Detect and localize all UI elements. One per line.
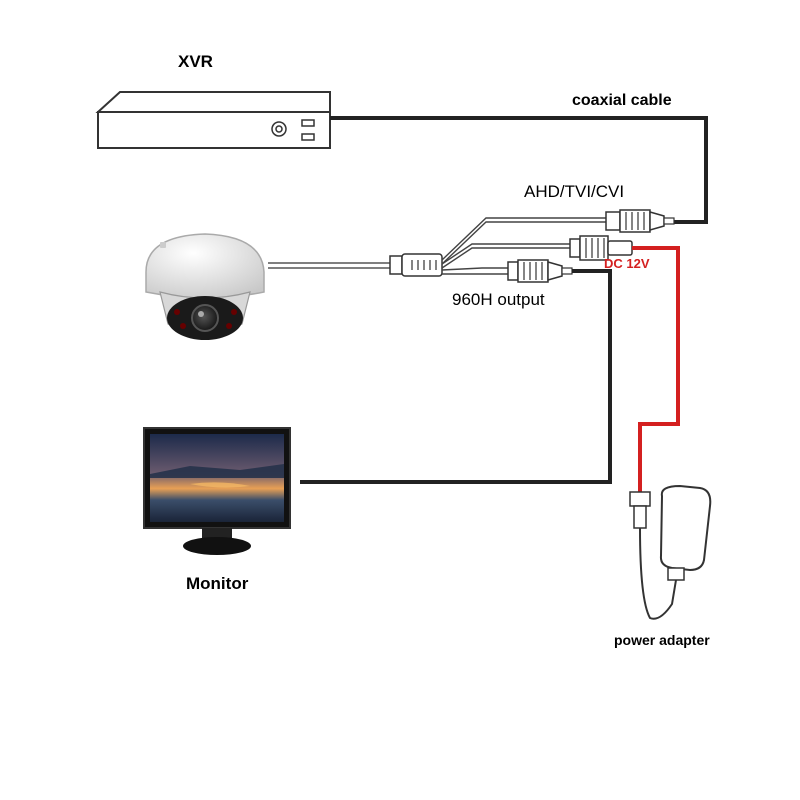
dc-power-connector [569, 235, 633, 261]
xvr-port-top [301, 119, 315, 127]
xvr-device [95, 91, 331, 149]
bnc-ahd-connector [605, 209, 675, 233]
960h-output-label: 960H output [452, 290, 545, 309]
monitor-device [143, 427, 291, 555]
xvr-port-bottom [301, 133, 315, 141]
splitter-connector [389, 253, 443, 277]
camera-lens [191, 304, 219, 332]
power-cable [632, 246, 680, 492]
power-adapter-label: power adapter [614, 632, 710, 648]
camera-lead [268, 262, 390, 269]
ahd-tvi-cvi-label: AHD/TVI/CVI [524, 182, 625, 201]
bnc-960h-connector [507, 259, 573, 283]
branch-wires [441, 217, 620, 275]
video-output-cable [300, 269, 612, 484]
coaxial-cable-label: coaxial cable [572, 92, 672, 109]
xvr-label: XVR [178, 52, 213, 71]
dome-camera [145, 233, 265, 340]
dc-12v-label: DC 12V [604, 256, 650, 271]
coaxial-cable [330, 116, 708, 224]
xvr-power-button-icon [271, 121, 287, 137]
power-adapter-device [629, 484, 712, 620]
monitor-label: Monitor [186, 574, 249, 593]
